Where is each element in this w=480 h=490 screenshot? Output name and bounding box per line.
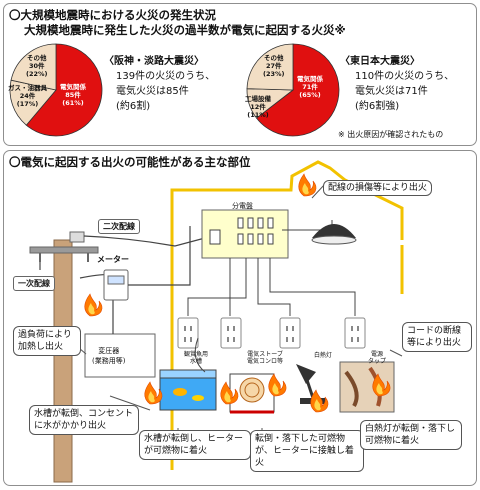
hanshin-line1: 139件の火災のうち、 — [116, 71, 216, 82]
flame-core-icon — [314, 399, 321, 411]
higashi-slice-other-label: その他 27件 (23%) — [263, 54, 285, 78]
higashi-slice-electric-label: 電気関係 71件 (65%) — [297, 75, 323, 99]
cord-break-callout: コードの断線等により出火 — [402, 322, 472, 352]
higashi-line2: 電気火災は71件 — [355, 86, 428, 97]
higashi-slice-0 — [256, 43, 340, 137]
fallen-object-callout: 転倒・落下した可燃物が、ヒーターに接触し着火 — [250, 430, 364, 472]
flame-core-icon — [88, 303, 95, 315]
higashi-pie-chart — [246, 43, 340, 137]
transformer-box — [84, 333, 156, 378]
flame-core-icon — [302, 183, 309, 195]
incandescent-lamp — [296, 364, 326, 404]
house-outline — [170, 160, 404, 460]
primary-wiring-tag: 一次配線 — [13, 276, 55, 291]
electric-meter — [103, 269, 129, 301]
outlet-4 — [344, 317, 366, 349]
water-spill-callout: 水槽が転倒、コンセントに水がかかり出火 — [29, 405, 139, 435]
outlet-3 — [279, 317, 301, 349]
higashi-line3: (約6割強) — [355, 101, 400, 112]
wiring-damage-callout: 配線の損傷等により出火 — [323, 180, 432, 196]
hanshin-slice-electric-label: 電気関係 85件 (61%) — [60, 83, 86, 107]
panel-heading-2: 〇電気に起因する出火の可能性がある主な部位 — [9, 155, 251, 169]
aquarium-label: 観賞魚用 水槽 — [184, 351, 209, 365]
bulb-fall-callout: 白熱灯が転倒・落下し可燃物に着火 — [360, 420, 462, 450]
hanshin-slice-2 — [10, 43, 57, 91]
transformer-label: 変圧器 (業務用等) — [92, 347, 126, 365]
secondary-wiring-tag: 二次配線 — [98, 219, 140, 234]
hanshin-line2: 電気火災は85件 — [116, 86, 189, 97]
footnote: ※ 出火原因が確認されたもの — [338, 130, 444, 139]
power-tap-label: 電源 タップ — [368, 351, 387, 365]
flame-core-icon — [224, 391, 231, 403]
stove-label: 電気ストーブ 電気コンロ等 — [247, 351, 284, 365]
overload-callout: 過負荷により加熱し出火 — [13, 326, 81, 356]
flame-core-icon — [376, 383, 383, 395]
heater-ignite-callout: 水槽が転倒し、ヒーターが可燃物に着火 — [139, 430, 251, 460]
hanshin-line3: (約6割) — [116, 101, 151, 112]
hanshin-slice-1 — [9, 79, 57, 126]
lamp-label: 白熱灯 — [314, 352, 333, 359]
higashi-slice-2 — [246, 43, 294, 91]
power-strip-photo — [339, 361, 395, 413]
higashi-line1: 110件の火災のうち、 — [355, 71, 455, 82]
hanshin-title: 〈阪神・淡路大震災〉 — [104, 56, 204, 67]
flame-core-icon — [148, 391, 155, 403]
higashi-title: 〈東日本大震災〉 — [340, 56, 420, 67]
breaker-label: 分電盤 — [232, 202, 253, 210]
hanshin-slice-gas-label: ガス・油器具 24件 (17%) — [8, 84, 47, 108]
ceiling-lamp — [312, 224, 356, 238]
hanshin-pie-chart — [9, 43, 103, 137]
meter-label: メーター — [97, 255, 129, 264]
higashi-slice-factory-label: 工場設備 12件 (11%) — [245, 95, 271, 119]
utility-pole — [53, 239, 73, 483]
panel-heading: 〇大規模地震時における火災の発生状況 — [9, 8, 216, 22]
flame-core-icon — [272, 383, 279, 395]
outlet-1 — [177, 317, 199, 349]
hanshin-slice-other-label: その他 30件 (22%) — [26, 54, 48, 78]
outlet-2 — [220, 317, 242, 349]
hanshin-slice-0 — [25, 43, 103, 137]
panel-subheading: 大規模地震時に発生した火災の過半数が電気に起因する火災※ — [24, 23, 346, 37]
